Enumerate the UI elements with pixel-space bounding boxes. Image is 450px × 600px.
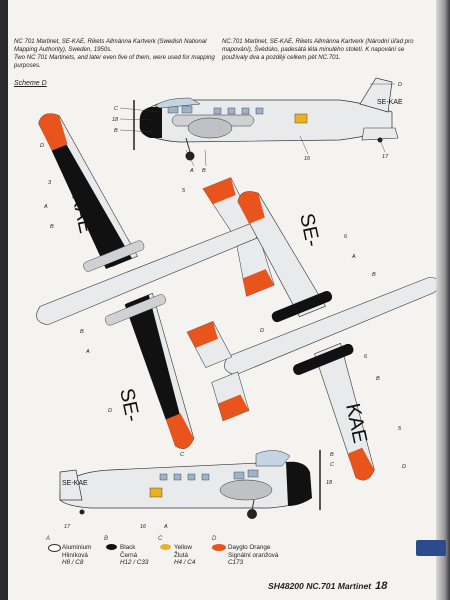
callout-c-top: C (114, 106, 118, 112)
legend-b: B Black Černá H12 / C33 (104, 536, 149, 567)
callout-6b-upper: 6 (364, 354, 368, 360)
side-view-top: SE-KAE C 18 B A B 16 17 D (112, 77, 403, 174)
callout-16-top: 16 (304, 156, 311, 162)
bottom-callouts: 17 16 A C B C 18 (64, 452, 334, 530)
fuselage-registration-bottom: SE-KAE (62, 480, 88, 487)
underside-callouts: D 3 A B B A D 5 (40, 143, 186, 414)
callout-c2-bottom: C (330, 462, 334, 468)
side-view-bottom: SE-KAE (59, 450, 321, 519)
underside-registration-se: SE- (115, 386, 143, 423)
callout-5-upper: 5 (398, 426, 402, 432)
callout-d-upper: D (260, 328, 264, 334)
underside-view (36, 113, 275, 449)
callout-d2-upper: D (402, 464, 406, 470)
callout-b2-under: B (80, 329, 84, 335)
callout-a-bottom: A (163, 524, 168, 530)
legend-a: A Aluminium Hliníková H8 / C8 (46, 536, 92, 567)
swatch-yellow (160, 544, 171, 550)
swatch-aluminium (48, 544, 61, 552)
callout-a-top: A (189, 168, 194, 174)
legend-d: D Dayglo Orange Signální oranžová C173 (212, 536, 279, 567)
page-number: 18 (375, 580, 388, 592)
callout-c-bottom: C (180, 452, 184, 458)
callout-b-upper: B (372, 272, 376, 278)
description-english: NC 701 Martinet, SE-KAE, Rikets Allmänna… (14, 38, 215, 69)
description-czech: NC.701 Martinet, SE-KAE, Rikets Allmänna… (222, 38, 414, 61)
callout-d2-under: D (108, 408, 112, 414)
callout-b-under: B (50, 224, 54, 230)
upper-registration-se: SE- (295, 211, 323, 248)
callout-3-under: 3 (48, 180, 52, 186)
callout-b-bottom: B (330, 452, 334, 458)
callout-17-top: 17 (382, 154, 389, 160)
upper-view (186, 191, 436, 481)
callout-d-under: D (40, 143, 44, 149)
callout-a-under: A (43, 204, 48, 210)
callout-17-bottom: 17 (64, 524, 71, 530)
legend-c: C Yellow Žlutá H4 / C4 (158, 536, 196, 567)
upper-callouts: 6 A B D 6 B 5 D (260, 234, 406, 470)
callout-d-top: D (398, 82, 402, 88)
callout-6-upper: 6 (344, 234, 348, 240)
callout-b2-upper: B (376, 376, 380, 382)
callout-a-upper: A (351, 254, 356, 260)
callout-5-under: 5 (182, 188, 186, 194)
publisher-logo (416, 540, 446, 556)
scheme-title: Scheme D (14, 80, 47, 87)
callout-18-bottom: 18 (326, 480, 333, 486)
swatch-black (106, 544, 117, 550)
callout-a2-under: A (85, 349, 90, 355)
callout-16-bottom: 16 (140, 524, 147, 530)
callout-b-top: B (114, 128, 118, 134)
aircraft-drawings: SE-KAE C 18 B A B 16 17 D (36, 77, 436, 530)
callout-b2-top: B (202, 168, 206, 174)
fuselage-registration-top: SE-KAE (377, 99, 403, 106)
page-edge (436, 0, 450, 600)
swatch-dayglo-orange (212, 544, 226, 551)
footer-kit-name: SH48200 NC.701 Martinet (268, 581, 372, 591)
callout-18-top: 18 (112, 117, 119, 123)
